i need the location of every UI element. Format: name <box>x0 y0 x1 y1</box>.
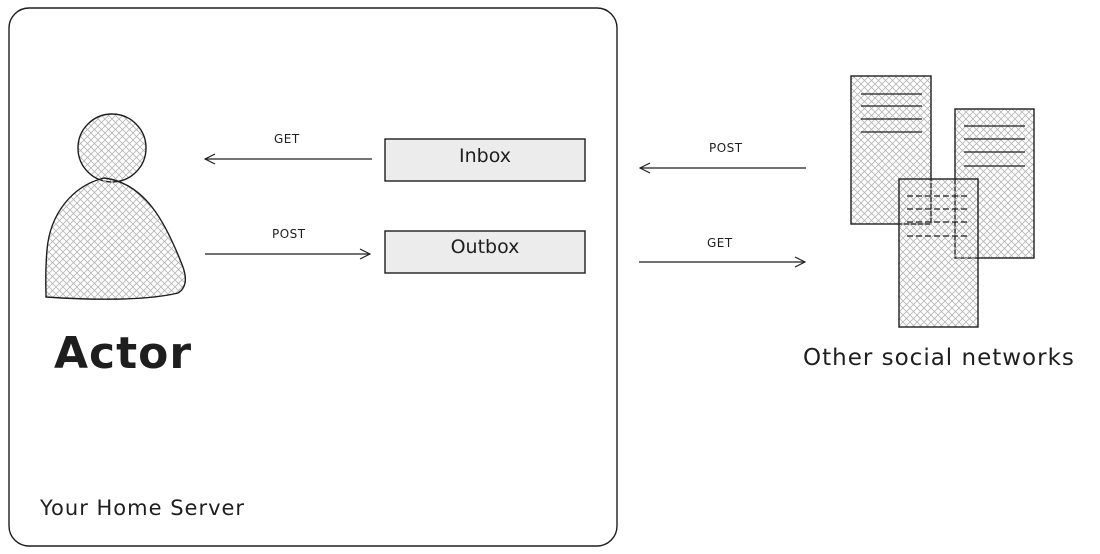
actor-head <box>77 113 147 183</box>
actor-label: Actor <box>54 328 193 379</box>
actor-outbox-arrow-label: POST <box>272 227 306 241</box>
other-networks-label: Other social networks <box>803 345 1075 371</box>
outbox-to-network-label: GET <box>707 236 733 250</box>
inbox-box <box>384 138 586 182</box>
actor-inbox-arrow-label: GET <box>274 132 300 146</box>
actor-body <box>45 177 186 300</box>
home-server-frame <box>8 7 618 547</box>
inbox-label: Inbox <box>459 145 511 167</box>
home-server-label: Your Home Server <box>40 496 246 520</box>
document-3 <box>898 178 979 328</box>
network-to-inbox-label: POST <box>709 141 743 155</box>
outbox-box <box>384 230 586 274</box>
documents-icon <box>850 75 1035 328</box>
outbox-label: Outbox <box>450 236 520 258</box>
actor-person-icon <box>45 113 186 300</box>
